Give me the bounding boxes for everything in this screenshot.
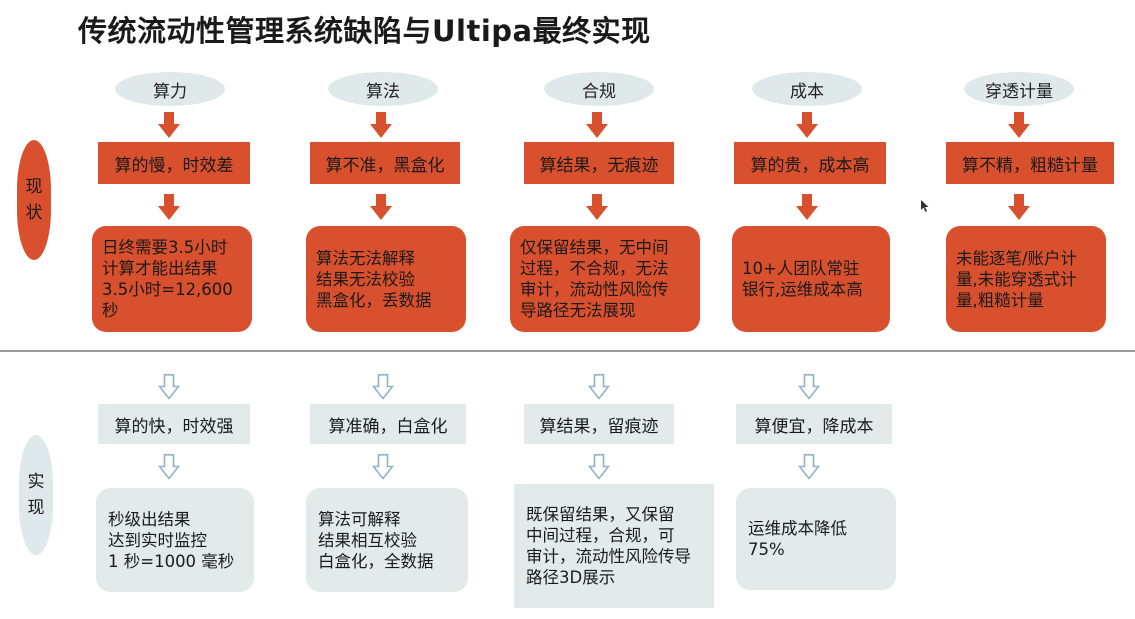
solution-box-computing-power: 算的快，时效强 [98, 404, 250, 444]
down-arrow-icon [158, 112, 180, 138]
category-pill-penetration: 穿透计量 [964, 72, 1074, 106]
solution-detail-cost: 运维成本降低 75% [736, 488, 896, 590]
realized-state-char-1: 实 [27, 472, 45, 492]
realized-state-label: 实 现 [19, 435, 53, 555]
category-pill-algorithm: 算法 [328, 72, 438, 106]
realized-state-char-2: 现 [27, 498, 45, 518]
page-title: 传统流动性管理系统缺陷与Ultipa最终实现 [78, 14, 651, 48]
down-arrow-outline-icon [372, 374, 394, 400]
current-state-label: 现 状 [17, 140, 51, 260]
solution-detail-computing-power: 秒级出结果 达到实时监控 1 秒=1000 毫秒 [96, 488, 254, 592]
solution-box-cost: 算便宜，降成本 [736, 404, 892, 444]
problem-detail-algorithm: 算法无法解释 结果无法校验 黑盒化，丢数据 [306, 226, 466, 332]
category-pill-cost: 成本 [752, 72, 862, 106]
solution-box-compliance: 算结果，留痕迹 [524, 404, 674, 444]
down-arrow-icon [370, 194, 392, 220]
down-arrow-icon [796, 112, 818, 138]
down-arrow-outline-icon [798, 374, 820, 400]
problem-detail-penetration: 未能逐笔/账户计 量,未能穿透式计 量,粗糙计量 [946, 226, 1106, 332]
down-arrow-outline-icon [372, 454, 394, 480]
down-arrow-outline-icon [158, 454, 180, 480]
down-arrow-icon [586, 194, 608, 220]
current-state-char-1: 现 [25, 177, 43, 197]
current-state-char-2: 状 [25, 203, 43, 223]
solution-box-algorithm: 算准确，白盒化 [310, 404, 466, 444]
down-arrow-icon [158, 194, 180, 220]
problem-box-penetration: 算不精，粗糙计量 [946, 142, 1114, 184]
down-arrow-outline-icon [798, 454, 820, 480]
down-arrow-icon [370, 112, 392, 138]
problem-detail-cost: 10+人团队常驻 银行,运维成本高 [732, 226, 890, 332]
down-arrow-icon [1008, 112, 1030, 138]
problem-box-algorithm: 算不准，黑盒化 [310, 142, 460, 184]
down-arrow-outline-icon [158, 374, 180, 400]
down-arrow-icon [796, 194, 818, 220]
solution-detail-compliance: 既保留结果，又保留 中间过程，合规，可 审计，流动性风险传导 路径3D展示 [514, 484, 714, 608]
mouse-cursor-icon [921, 200, 929, 212]
problem-detail-compliance: 仅保留结果，无中间 过程，不合规，无法 审计，流动性风险传 导路径无法展现 [510, 226, 700, 332]
problem-box-compliance: 算结果，无痕迹 [524, 142, 674, 184]
category-pill-compliance: 合规 [544, 72, 654, 106]
down-arrow-icon [1008, 194, 1030, 220]
down-arrow-outline-icon [588, 374, 610, 400]
down-arrow-outline-icon [588, 454, 610, 480]
category-pill-computing-power: 算力 [115, 72, 225, 106]
problem-detail-computing-power: 日终需要3.5小时 计算才能出结果 3.5小时=12,600 秒 [92, 226, 252, 332]
down-arrow-icon [586, 112, 608, 138]
problem-box-cost: 算的贵，成本高 [734, 142, 886, 184]
section-divider [0, 350, 1135, 352]
solution-detail-algorithm: 算法可解释 结果相互校验 白盒化，全数据 [306, 488, 468, 592]
problem-box-computing-power: 算的慢，时效差 [98, 142, 250, 184]
